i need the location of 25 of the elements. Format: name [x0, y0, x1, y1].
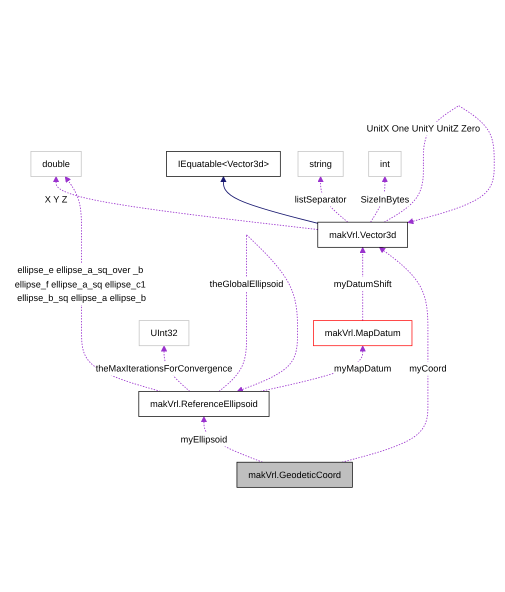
edge-label: myMapDatum [334, 362, 392, 374]
arrow [360, 246, 366, 321]
node-box: makVrl.GeodeticCoord [236, 461, 353, 488]
edge-label: myEllipsoid [180, 433, 228, 444]
edge-label: listSeparator [294, 193, 346, 204]
edge-label: theMaxIterationsForConvergence [96, 362, 232, 374]
node-box: int [368, 150, 402, 176]
edge-label: ellipse_e ellipse_a_sq_over _b ellipse_f ellipse_a_sq ellipse_c1 ellipse_b_sq ellipse_a ellipse_b [14, 264, 146, 302]
node-box: string [298, 150, 344, 176]
edge-label: SizeInBytes [360, 193, 410, 204]
edge-label: myCoord [409, 362, 447, 374]
edge-label: UnitX One UnitY UnitZ Zero [366, 122, 480, 134]
node-box: double [30, 150, 82, 176]
edge-label: X Y Z [44, 193, 68, 204]
arrow [52, 176, 318, 230]
arrow [342, 246, 428, 462]
arrow [218, 234, 298, 392]
node-box: IEquatable<Vector3d> [166, 150, 281, 176]
edge-label: theGlobalEllipsoid [210, 278, 284, 289]
edge-label: myDatumShift [334, 278, 392, 289]
node-box: UInt32 [138, 320, 190, 346]
arrow [220, 176, 318, 224]
node-box: makVrl.Vector3d [317, 221, 408, 248]
node-box: makVrl.MapDatum [313, 320, 412, 346]
node-box: makVrl.ReferenceEllipsoid [138, 390, 270, 416]
